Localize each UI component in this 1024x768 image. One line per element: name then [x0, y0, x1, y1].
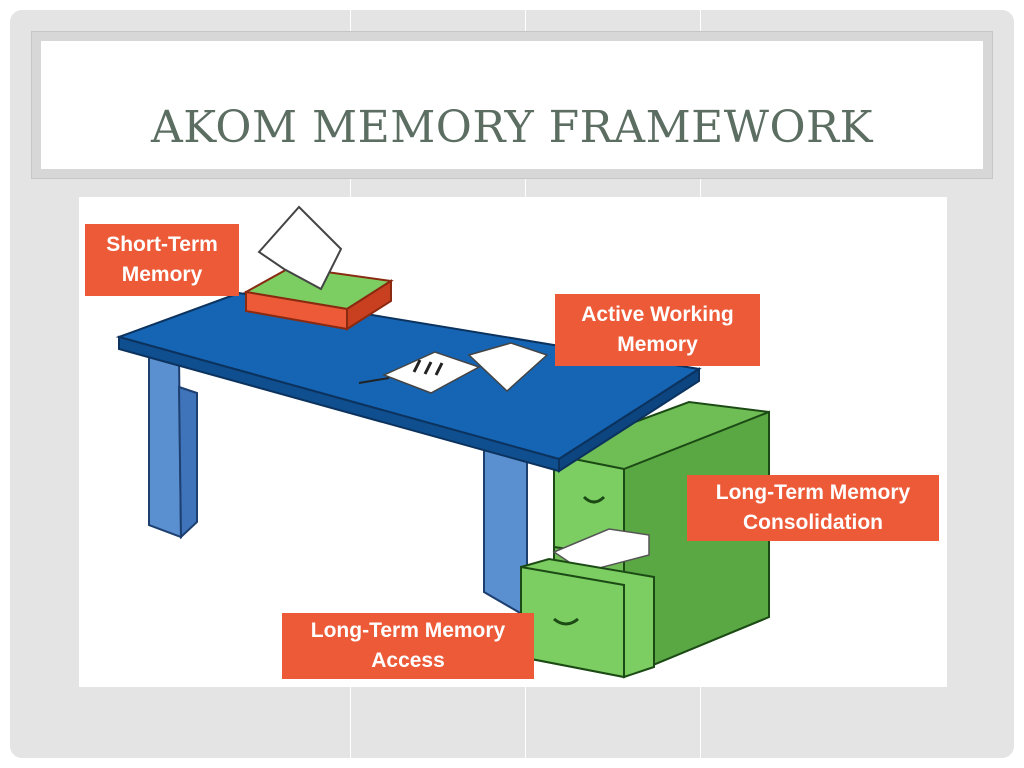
- label-long-term-access: Long-Term Memory Access: [282, 613, 534, 679]
- label-short-term-memory: Short-Term Memory: [85, 224, 239, 296]
- desk-document: [382, 351, 481, 394]
- desk-drawing: [115, 205, 770, 679]
- paper-sheet: [257, 205, 343, 291]
- drawer-handle-upper: [582, 495, 606, 504]
- desk-leg-back-left: [148, 354, 183, 539]
- desk-papers: [467, 342, 549, 393]
- desk-leg-inner: [177, 385, 198, 540]
- desk-illustration: Short-Term Memory Active Working Memory …: [79, 197, 947, 687]
- title-box: AKOM MEMORY FRAMEWORK: [31, 31, 993, 179]
- label-long-term-consolidation: Long-Term Memory Consolidation: [687, 475, 939, 541]
- label-active-working-memory: Active Working Memory: [555, 294, 760, 366]
- document-figures: [412, 359, 444, 376]
- slide-title: AKOM MEMORY FRAMEWORK: [150, 102, 874, 153]
- drawer-handle-lower: [553, 617, 579, 626]
- pencil: [358, 377, 390, 384]
